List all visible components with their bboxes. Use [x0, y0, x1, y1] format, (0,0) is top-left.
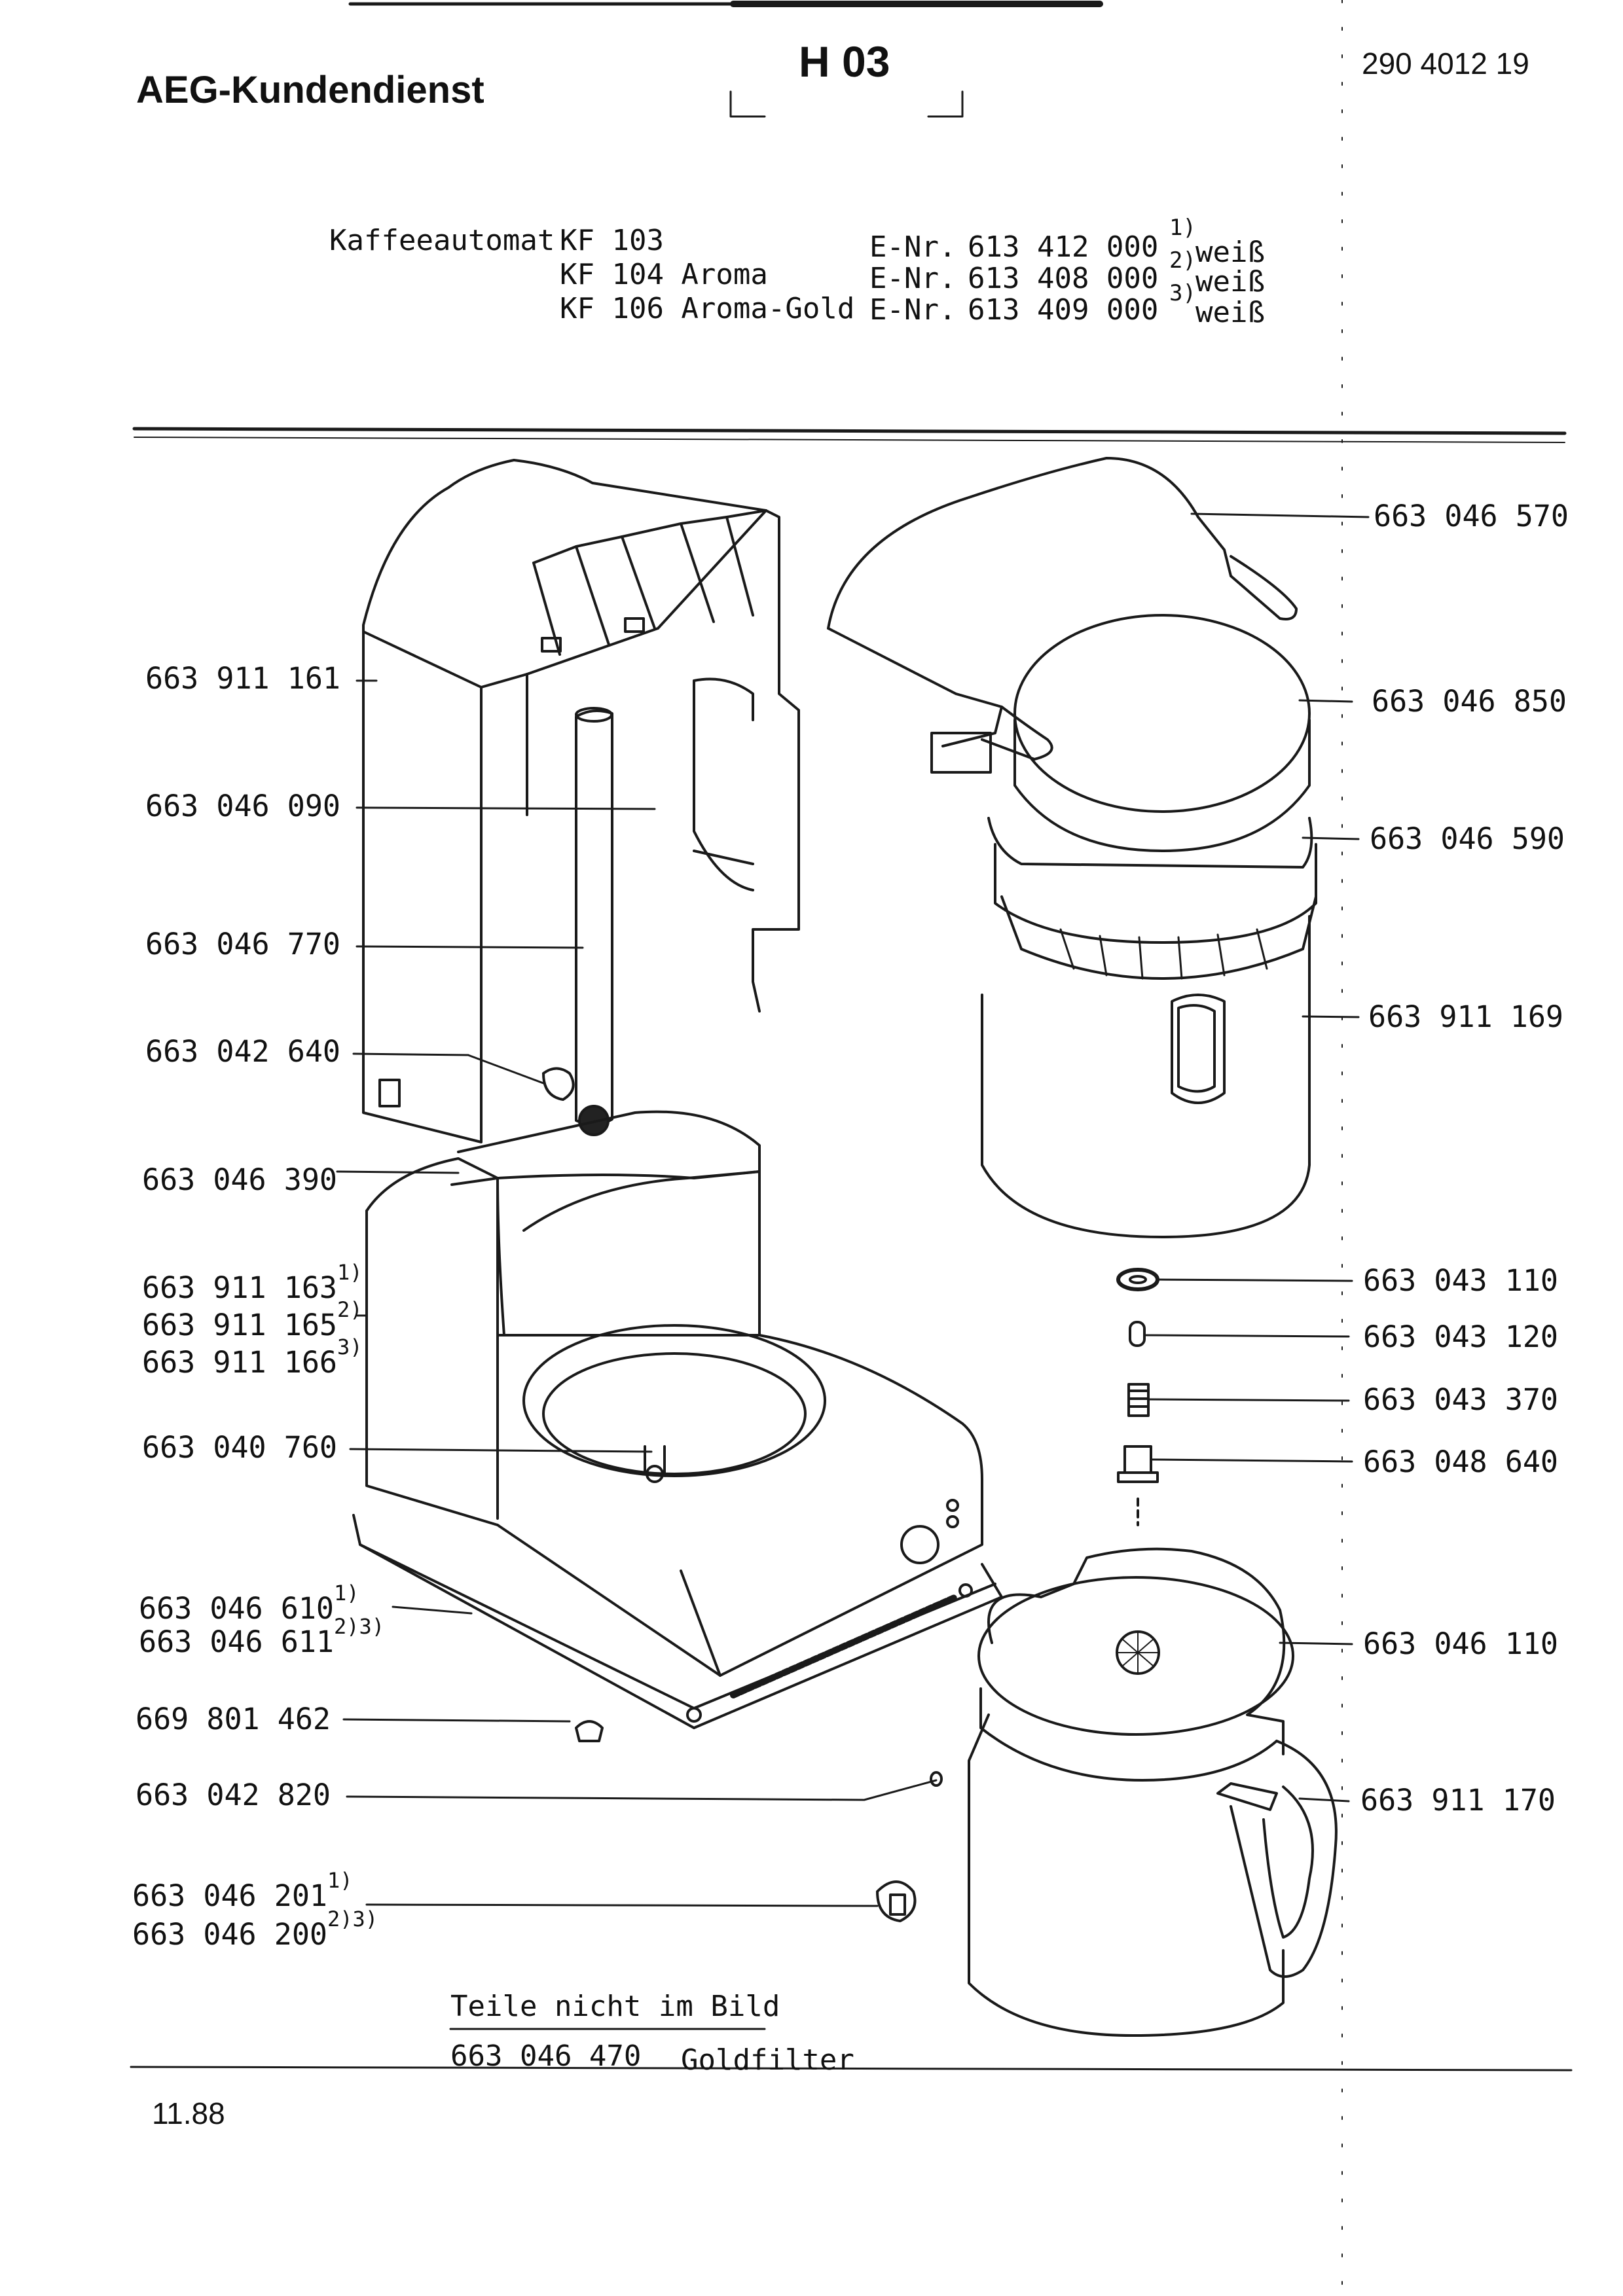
part-number-label: 663 048 640	[1363, 1444, 1559, 1479]
valve-parts	[1116, 1268, 1159, 1526]
part-number-label: 663 046 850	[1372, 684, 1567, 719]
part-number-label: 663 046 2002)3)	[132, 1907, 378, 1952]
enr-kf106: 613 409 000	[968, 293, 1159, 327]
part-number-label: 663 040 760	[142, 1430, 338, 1465]
footnote-marker: 2)3)	[334, 1614, 385, 1639]
part-number-label: 663 046 6112)3)	[139, 1614, 384, 1659]
part-number-label: 663 046 770	[145, 927, 341, 961]
part-number-label: 663 046 6101)	[139, 1581, 359, 1626]
part-number: 663 046 200	[132, 1917, 328, 1952]
part-number: 663 046 201	[132, 1878, 328, 1913]
part-number: 663 046 611	[139, 1624, 335, 1659]
enr-label: E-Nr.	[869, 230, 957, 264]
part-number-label: 663 046 570	[1374, 499, 1569, 533]
footnote-marker: 2)	[1169, 247, 1196, 274]
model-kf104: KF 104 Aroma	[560, 258, 768, 291]
knob-part	[876, 1880, 917, 1922]
color-kf104: weiß	[1195, 265, 1265, 298]
not-shown-heading: Teile nicht im Bild	[450, 1990, 780, 2023]
enr-kf104: 613 408 000	[968, 262, 1159, 295]
not-shown-part-name: Goldfilter	[681, 2043, 854, 2077]
footnote-marker: 3)	[1169, 280, 1196, 306]
part-number-label: 663 043 110	[1363, 1263, 1559, 1298]
footnote-marker: 1)	[334, 1581, 359, 1605]
foot-part	[575, 1720, 604, 1742]
enr-kf103: 613 412 000	[968, 230, 1159, 264]
part-number-label: 663 911 169	[1368, 999, 1564, 1034]
footnote-marker: 1)	[337, 1260, 363, 1285]
enr-label: E-Nr.	[869, 262, 957, 295]
color-kf106: weiß	[1195, 296, 1265, 329]
footnote-marker: 1)	[1169, 215, 1196, 241]
part-number-label: 663 911 1631)	[142, 1260, 363, 1305]
coffee-maker-body	[352, 459, 1003, 1729]
print-date: 11.88	[152, 2096, 225, 2130]
product-name: Kaffeeautomat	[329, 224, 555, 257]
part-number-label: 663 046 590	[1370, 821, 1565, 856]
part-number-label: 663 911 1663)	[142, 1335, 363, 1380]
model-kf103: KF 103	[560, 224, 664, 257]
part-number-label: 663 911 161	[145, 661, 341, 696]
footnote-marker: 1)	[327, 1868, 353, 1893]
color-kf103: weiß	[1195, 236, 1265, 269]
part-number-label: 663 911 1652)	[142, 1297, 363, 1342]
footnote-marker: 2)	[337, 1297, 363, 1322]
part-number: 663 911 166	[142, 1345, 338, 1380]
footnote-marker: 2)3)	[327, 1907, 378, 1931]
part-number-label: 663 042 820	[136, 1778, 331, 1812]
part-number: 663 046 610	[139, 1591, 335, 1626]
part-number: 663 911 163	[142, 1270, 338, 1305]
model-kf106: KF 106 Aroma-Gold	[560, 292, 855, 325]
footnote-marker: 3)	[337, 1335, 363, 1359]
document-number: 290 4012 19	[1362, 46, 1529, 81]
part-number-label: 669 801 462	[136, 1702, 331, 1736]
part-number-label: 663 043 120	[1363, 1319, 1559, 1354]
thermal-carafe	[968, 1547, 1338, 2037]
enr-label: E-Nr.	[869, 293, 957, 327]
part-number-label: 663 046 2011)	[132, 1868, 353, 1913]
brand-title: AEG-Kundendienst	[136, 69, 484, 111]
part-number-label: 663 043 370	[1363, 1382, 1559, 1417]
part-number-label: 663 042 640	[145, 1034, 341, 1069]
not-shown-part-number: 663 046 470	[450, 2039, 642, 2073]
part-number-label: 663 046 390	[142, 1162, 338, 1197]
part-number-label: 663 911 170	[1360, 1783, 1556, 1818]
part-number: 663 911 165	[142, 1308, 338, 1342]
filter-holder	[827, 457, 1317, 1238]
part-number-label: 663 046 090	[145, 789, 341, 823]
page-code: H 03	[799, 37, 890, 86]
part-number-label: 663 046 110	[1363, 1626, 1559, 1661]
clip-part	[930, 1771, 943, 1787]
